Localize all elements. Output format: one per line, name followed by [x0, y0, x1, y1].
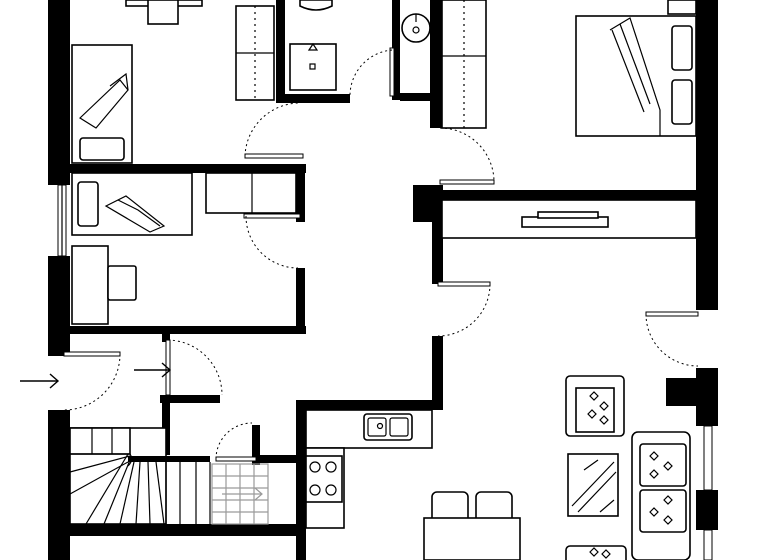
door-leaf-stair: [215, 456, 257, 462]
entry-arrows: [20, 362, 172, 389]
right-exterior-wall-lower-a: [696, 368, 718, 426]
dresser: [205, 172, 297, 214]
wall-kitchen-left: [296, 400, 306, 560]
pillow: [671, 79, 693, 125]
door-leaf-child-lower: [243, 213, 301, 219]
wall-utility-stub: [252, 425, 260, 465]
desk-chair: [147, 0, 179, 25]
child-room-lower: [71, 172, 297, 325]
bottom-exterior-wall: [48, 524, 296, 536]
door-swing-entrance-main: [63, 353, 121, 411]
wall-stair-top: [160, 395, 220, 403]
double-bed: [575, 15, 697, 137]
burner: [309, 484, 321, 496]
staircase: [69, 427, 211, 525]
door-leaf-corridor: [437, 281, 491, 287]
burner: [325, 484, 337, 496]
wall-bathroom-bottom: [276, 94, 350, 103]
shelf-clip: [537, 211, 599, 219]
wardrobe-top: [235, 5, 275, 101]
shower-tap: [307, 42, 319, 51]
door-leaf-living: [645, 311, 699, 317]
dining: [423, 491, 521, 560]
stair-direction-arrow-icon: [222, 487, 263, 501]
burner: [309, 461, 321, 473]
wall-child-room-right: [296, 164, 305, 222]
entry-arrow-icon-1: [20, 373, 60, 389]
stair-grey-flight: [211, 463, 269, 525]
wall-kitchen-top: [296, 400, 442, 410]
wall-main-bedroom-left: [430, 0, 442, 128]
wall-stair-divider: [162, 395, 170, 455]
shower-drain: [309, 63, 316, 70]
door-swing-corridor: [437, 283, 491, 337]
door-leaf-entrance-main: [63, 351, 121, 357]
door-swing-living: [645, 313, 699, 367]
wall-child-room-right-low: [296, 268, 305, 332]
right-exterior-wall-upper: [696, 0, 718, 310]
wardrobe-main: [441, 0, 487, 129]
window-right-living: [703, 425, 713, 491]
desk-chair-lower: [107, 265, 137, 301]
left-exterior-wall-top: [48, 0, 70, 185]
desk-lower: [71, 245, 109, 325]
basin-drain: [412, 26, 420, 34]
wall-kitchen-pillar: [432, 336, 443, 410]
door-leaf-child-top: [244, 153, 304, 159]
wall-corridor-pillar: [413, 185, 443, 222]
door-swing-child-top: [244, 102, 301, 157]
sofa: [631, 431, 691, 560]
windows: [57, 184, 713, 560]
corridor: [441, 199, 697, 239]
armchair-bottom: [565, 545, 627, 560]
door-leaf-bathroom: [389, 47, 395, 97]
bathroom: [289, 0, 431, 91]
wall-child-rooms-divider: [48, 164, 306, 173]
doors: [63, 47, 699, 462]
wall-bathroom-right-upper: [392, 0, 400, 100]
left-exterior-wall-bottom: [48, 410, 70, 560]
wall-corridor-left-stub: [432, 222, 443, 284]
child-room-top: [71, 0, 275, 164]
dining-table: [423, 517, 521, 560]
door-swing-bathroom: [349, 49, 393, 97]
nightstand-top: [667, 0, 697, 15]
stove: [305, 455, 343, 503]
wall-bathroom-left: [276, 0, 285, 102]
armchair-top: [565, 375, 625, 437]
wall-corridor-top: [440, 190, 698, 200]
living-room: [565, 375, 691, 560]
left-exterior-wall-mid: [48, 256, 70, 356]
door-swing-entrance-inner: [167, 339, 223, 396]
coffee-table: [567, 453, 619, 517]
walls: [48, 0, 718, 560]
door-swing-main-bedroom: [439, 127, 495, 183]
bed-top: [71, 44, 133, 164]
right-exterior-wall-lower-b: [696, 490, 718, 530]
wall-bathroom-right-lower: [400, 93, 440, 101]
entry-arrow-icon-2: [134, 362, 172, 378]
stair-core: [69, 427, 131, 455]
wall-child-room-bottom: [48, 326, 306, 334]
door-swing-stair: [215, 422, 253, 460]
wall-utility-top: [256, 455, 300, 463]
main-bedroom: [441, 0, 697, 137]
pillow: [671, 25, 693, 71]
kitchen: [305, 409, 433, 529]
toilet: [299, 0, 333, 11]
door-leaf-main-bedroom: [439, 179, 495, 185]
bed-lower: [71, 172, 193, 236]
stair-handrail: [128, 456, 210, 462]
burner: [325, 461, 337, 473]
sink: [363, 413, 413, 441]
window-right-bottom: [703, 529, 713, 560]
door-swing-child-lower: [245, 215, 299, 269]
pillow: [79, 137, 125, 161]
wall-entrance-stub: [162, 334, 170, 342]
pillow: [77, 181, 99, 227]
shower-tray: [289, 43, 337, 91]
